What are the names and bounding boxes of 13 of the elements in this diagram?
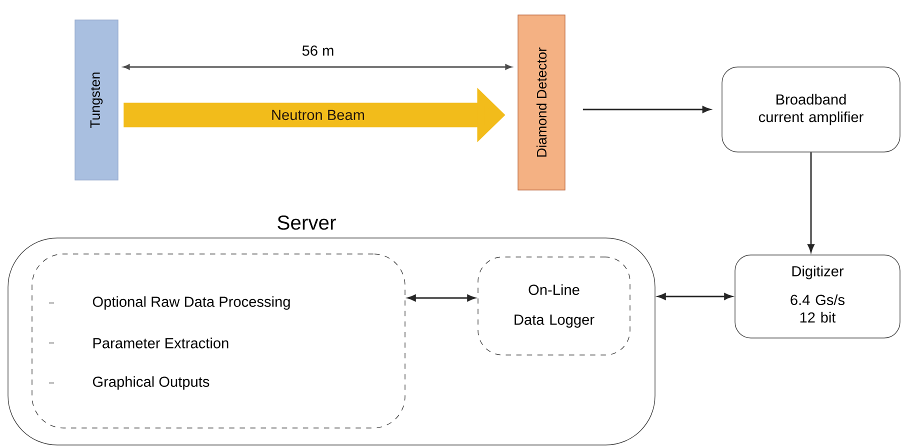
detector-bar: Diamond Detector: [518, 14, 566, 190]
dimension-label: 56 m: [302, 45, 334, 56]
process-box: Broadband current amplifier: [722, 66, 900, 152]
dashed-box: On-Line Data Logger: [478, 256, 630, 356]
dashed-box: Optional Raw Data Processing Parameter Extraction Graphical Outputs: [32, 254, 406, 428]
process-box: Digitizer 6.4 Gs/s 12 bit: [734, 254, 900, 338]
arrow: [808, 152, 814, 252]
target-bar: Tungsten: [74, 20, 118, 180]
node-label: Server: [278, 215, 336, 230]
arrow: [408, 294, 476, 302]
edge-label: Neutron Beam: [269, 108, 367, 122]
arrow: [658, 293, 732, 300]
arrow: [582, 106, 711, 113]
